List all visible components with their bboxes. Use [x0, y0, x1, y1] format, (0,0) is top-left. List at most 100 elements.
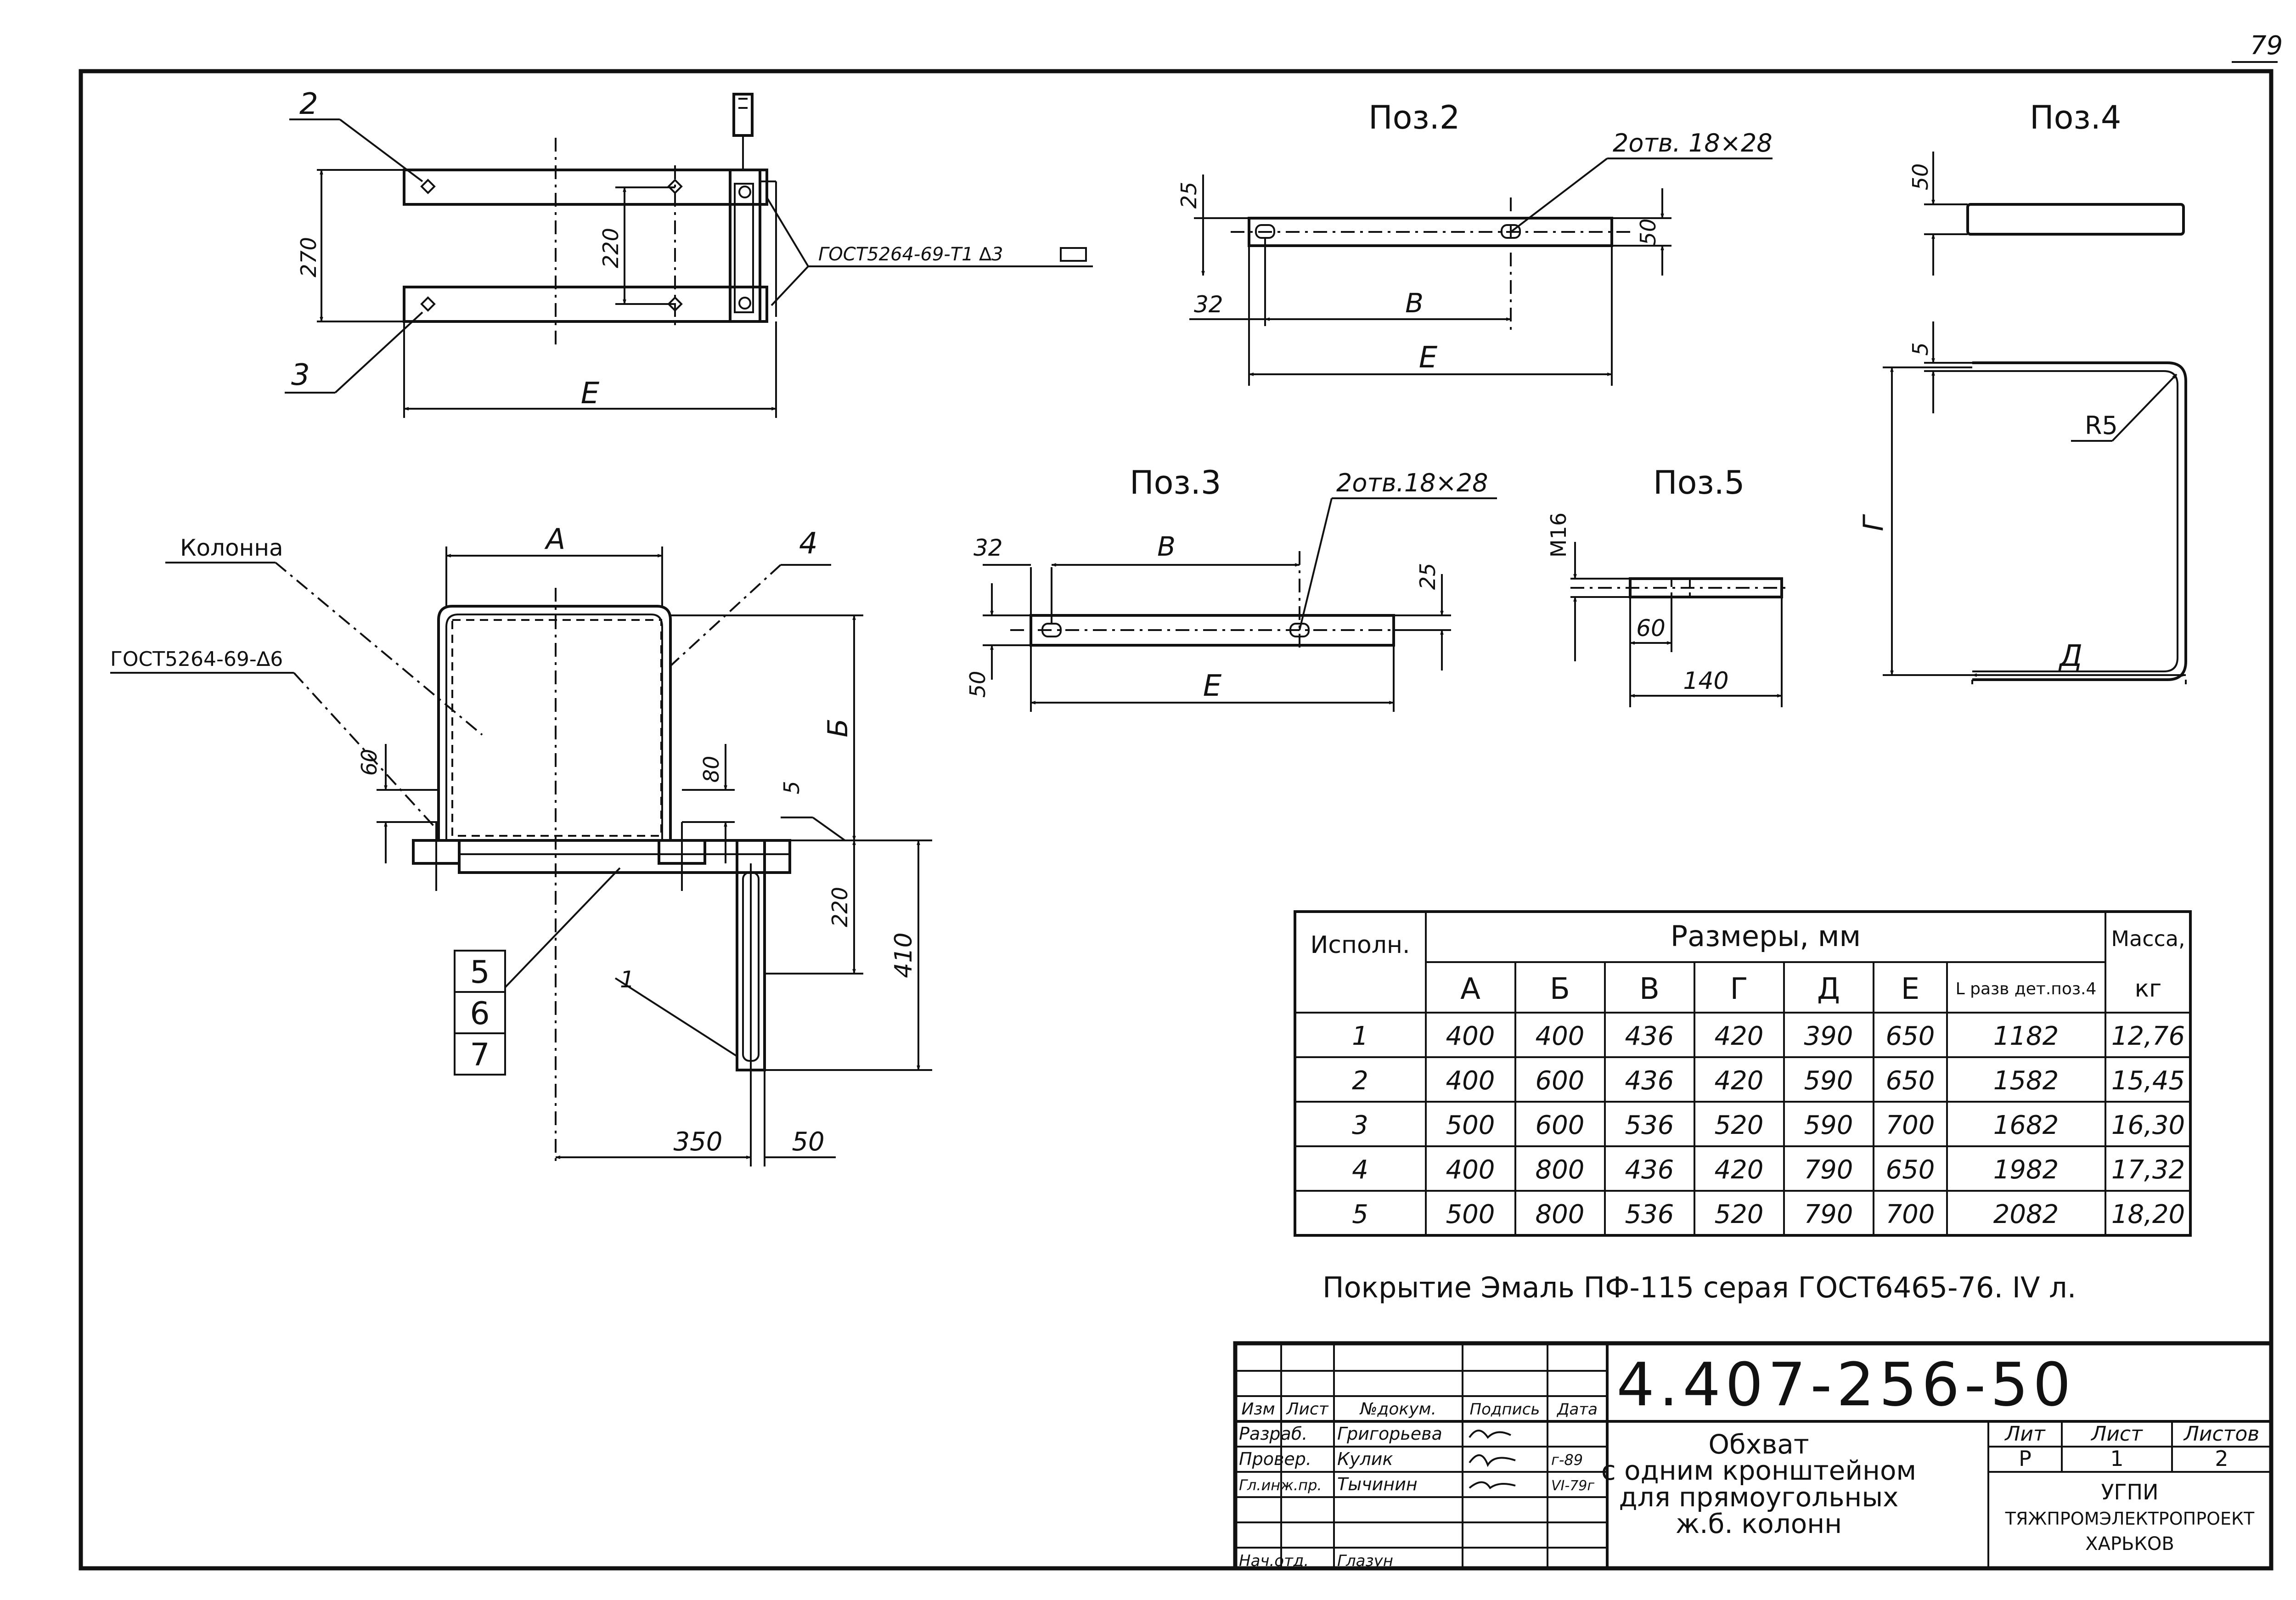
col-header-sign: Подпись	[1470, 1400, 1540, 1419]
stage-value: Р	[2019, 1446, 2032, 1471]
table-header-mass: Масса,	[2111, 926, 2185, 951]
cell-E: 650	[1886, 1021, 1935, 1051]
sheet-label: Лист	[2090, 1422, 2143, 1446]
dim-A: А	[544, 522, 565, 556]
cell-B: 800	[1536, 1155, 1585, 1185]
dimensions-table	[1294, 910, 2192, 1237]
name-line-3: для прямоугольных	[1619, 1482, 1899, 1513]
dim-270: 270	[296, 237, 321, 277]
cell-V: 436	[1625, 1155, 1674, 1185]
table-row: 4 400 800 436 420 790 650 1982 17,32	[1352, 1155, 2185, 1185]
pos-label-2: 2	[299, 87, 318, 121]
pos4-title: Поз.4	[2030, 99, 2121, 136]
pos3-dim-E: Е	[1203, 669, 1222, 703]
col-header-E: Е	[1901, 972, 1919, 1006]
cell-V: 436	[1625, 1066, 1674, 1096]
col-header-G: Г	[1730, 972, 1748, 1006]
cell-variant: 5	[1352, 1200, 1368, 1229]
pos5-dim-M16: М16	[1546, 513, 1571, 558]
pos3-dim-32: 32	[974, 535, 1003, 561]
signature-chief-engineer	[1469, 1481, 1516, 1489]
table-header-variant: Исполн.	[1310, 931, 1410, 959]
cell-variant: 3	[1352, 1110, 1368, 1140]
pos2-holes: 2отв. 18×28	[1613, 129, 1773, 158]
cell-L: 2082	[1993, 1200, 2059, 1229]
doc-number: 4.407-256-50	[1616, 1350, 2076, 1420]
cell-A: 500	[1446, 1200, 1495, 1229]
col-header-L: L разв дет.поз.4	[1956, 980, 2097, 998]
pos2-drawing	[1189, 158, 1773, 386]
table-header-mass-unit: кг	[2135, 975, 2162, 1003]
cell-mass: 18,20	[2111, 1200, 2185, 1229]
cell-variant: 4	[1352, 1155, 1368, 1185]
name-line-4: ж.б. колонн	[1676, 1508, 1842, 1539]
sheets-value: 2	[2215, 1446, 2228, 1471]
cell-E: 650	[1886, 1066, 1935, 1096]
page-number: 79	[2250, 31, 2283, 61]
pos3-dim-25: 25	[1415, 563, 1440, 590]
coating-note: Покрытие Эмаль ПФ-115 серая ГОСТ6465-76.…	[1322, 1271, 2077, 1304]
cell-V: 536	[1625, 1200, 1674, 1229]
pos-stack-5: 5	[470, 954, 490, 991]
table-header-sizes: Размеры, мм	[1671, 919, 1861, 953]
pos2-dim-50: 50	[1636, 219, 1660, 246]
col-header-D: Д	[1817, 972, 1840, 1006]
name-checker: Кулик	[1337, 1449, 1393, 1469]
weld-note-t1: ГОСТ5264-69-Т1 ∆3	[818, 244, 1003, 265]
dim-50-section: 50	[792, 1127, 824, 1157]
stage-label: Лит	[2004, 1422, 2046, 1446]
role-dept-head: Нач.отд.	[1239, 1552, 1309, 1570]
cell-L: 1182	[1993, 1021, 2059, 1051]
dim-60-section: 60	[357, 749, 382, 776]
pos3-title: Поз.3	[1130, 464, 1221, 501]
cell-B: 600	[1536, 1066, 1585, 1096]
pos-stack-7: 7	[470, 1037, 490, 1073]
pos5-drawing	[1570, 542, 1791, 707]
pos4-dim-G: Г	[1857, 514, 1890, 531]
pos3-holes: 2отв.18×28	[1336, 468, 1488, 497]
dim-B-section: Б	[822, 718, 854, 737]
dim-220: 220	[598, 228, 623, 268]
dim-410-section: 410	[890, 932, 917, 978]
cell-G: 520	[1715, 1110, 1764, 1140]
cell-variant: 2	[1352, 1066, 1368, 1096]
cell-D: 390	[1804, 1021, 1853, 1051]
org-line-2: ТЯЖПРОМЭЛЕКТРОПРОЕКТ	[2005, 1509, 2255, 1529]
cell-G: 420	[1715, 1155, 1764, 1185]
table-rows: 1 400 400 436 420 390 650 1182 12,76 2 4…	[1352, 1021, 2185, 1229]
pos3-drawing	[983, 497, 1497, 712]
cell-mass: 17,32	[2111, 1155, 2185, 1185]
col-header-doc: №докум.	[1359, 1400, 1436, 1419]
col-header-A: А	[1460, 972, 1480, 1006]
role-developer: Разраб.	[1239, 1424, 1307, 1444]
sheet-frame	[79, 69, 2273, 1571]
date-checker: г-89	[1551, 1451, 1583, 1469]
role-checker: Провер.	[1239, 1449, 1311, 1469]
pos2-title: Поз.2	[1368, 99, 1460, 136]
cell-L: 1582	[1993, 1066, 2059, 1096]
cell-E: 700	[1886, 1110, 1935, 1140]
pos-stack-6: 6	[470, 996, 490, 1032]
table-row: 2 400 600 436 420 590 650 1582 15,45	[1352, 1066, 2185, 1096]
signature-checker	[1469, 1454, 1516, 1467]
col-header-izm: Изм	[1241, 1400, 1275, 1419]
org-line-3: ХАРЬКОВ	[2085, 1533, 2174, 1555]
pos5-dim-140: 140	[1683, 667, 1728, 695]
pos-label-3: 3	[291, 358, 310, 392]
cell-variant: 1	[1352, 1021, 1368, 1051]
pos4-dim-50: 50	[1908, 163, 1933, 191]
section-view	[110, 546, 932, 1166]
col-header-date: Дата	[1556, 1400, 1598, 1419]
cell-G: 520	[1715, 1200, 1764, 1229]
main-view	[285, 93, 1093, 418]
cell-B: 800	[1536, 1200, 1585, 1229]
dim-80-section: 80	[699, 756, 724, 783]
cell-mass: 15,45	[2111, 1066, 2185, 1096]
cell-D: 790	[1804, 1200, 1853, 1229]
cell-L: 1682	[1993, 1110, 2059, 1140]
weld-note-d6: ГОСТ5264-69-∆6	[110, 648, 283, 671]
cell-D: 790	[1804, 1155, 1853, 1185]
pos4-dim-5: 5	[1908, 342, 1933, 355]
pos4-drawing	[1883, 152, 2187, 684]
